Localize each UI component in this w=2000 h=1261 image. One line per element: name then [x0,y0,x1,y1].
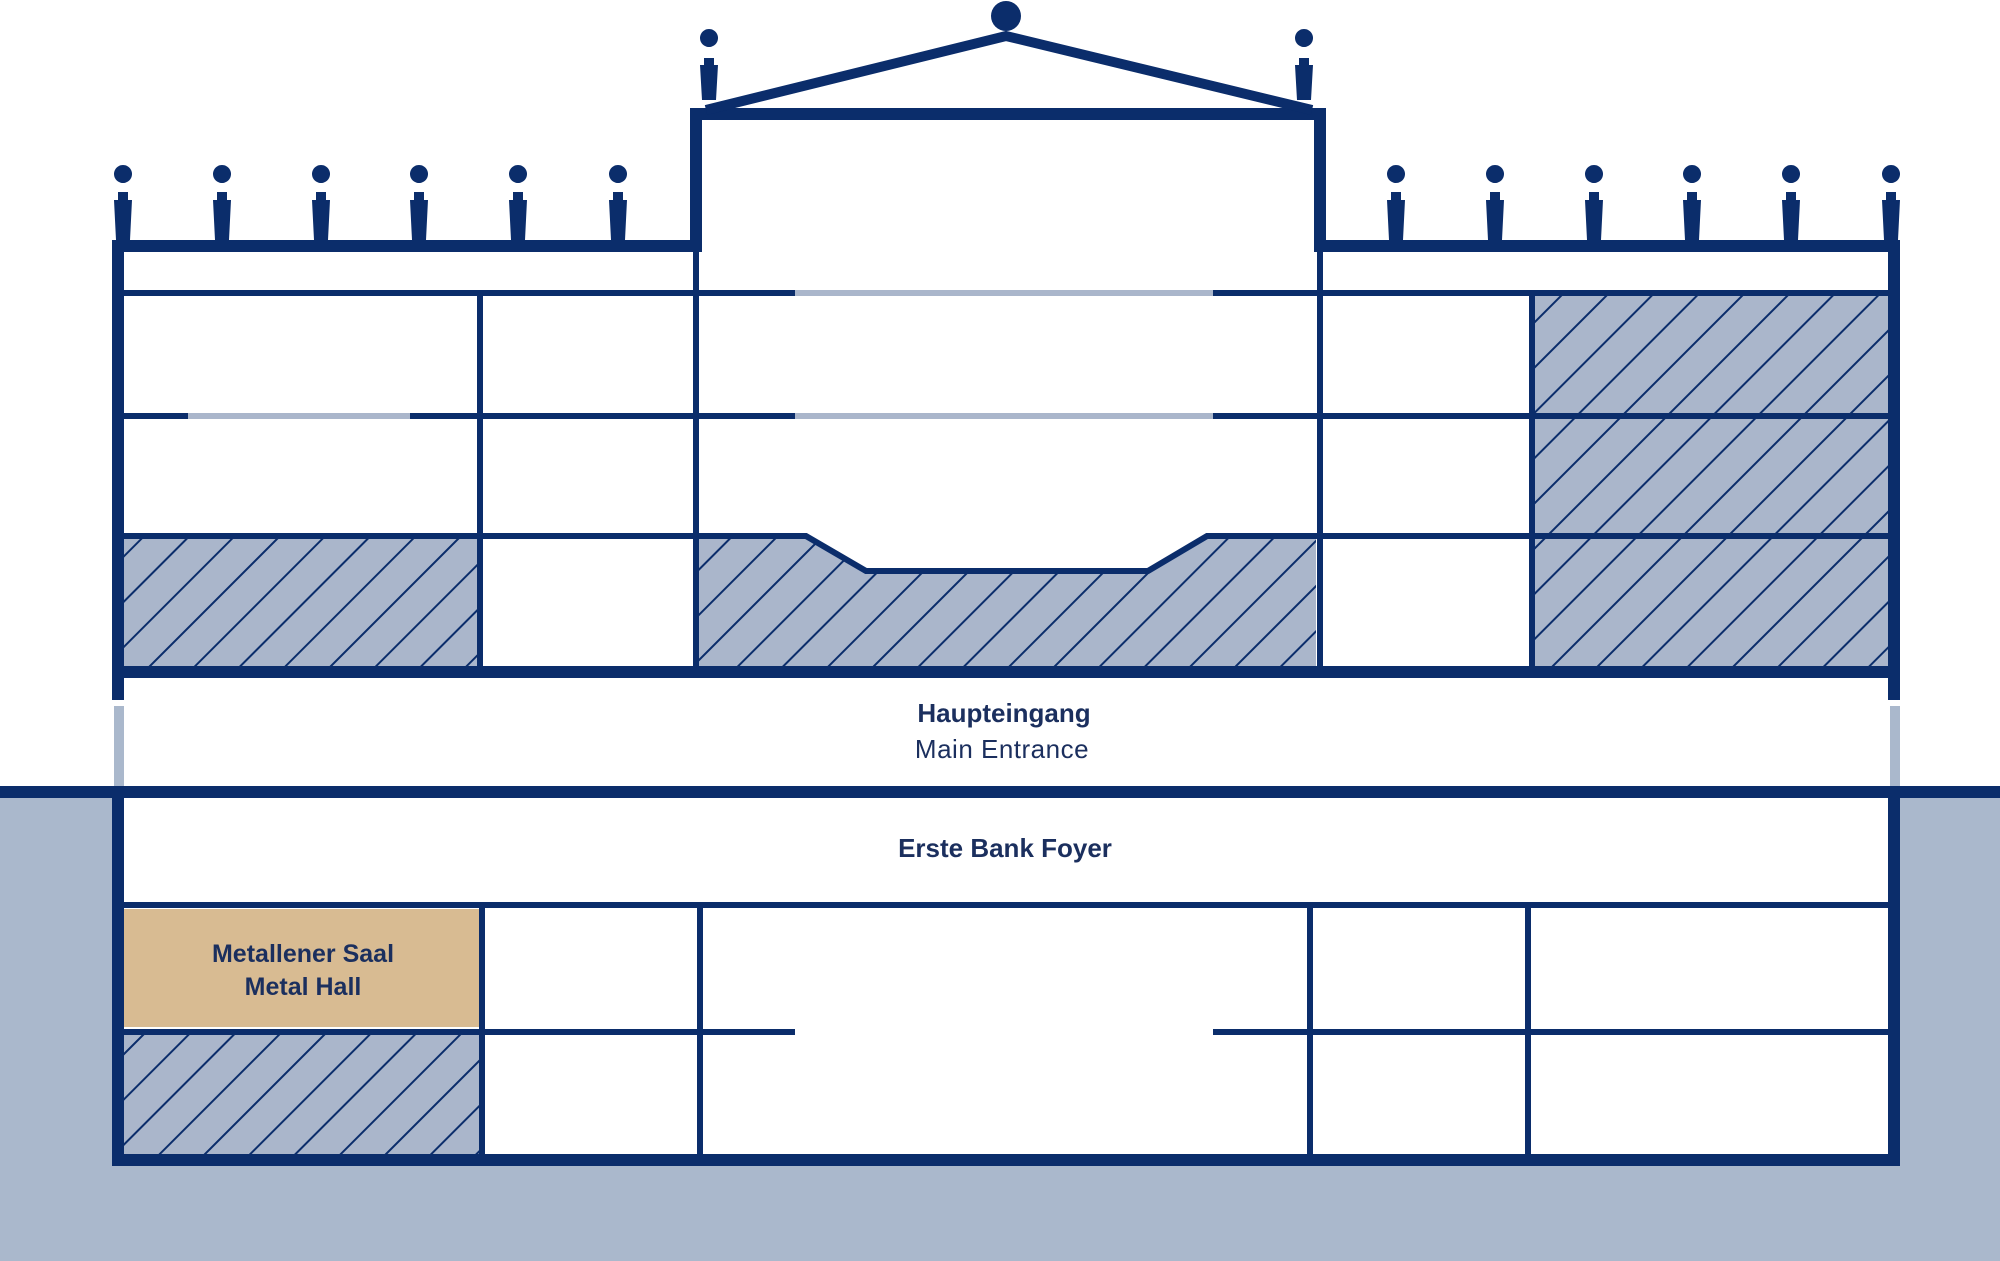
entrance-side-glass-left [114,706,124,790]
statue [213,165,232,240]
main-entrance-label-en: Main Entrance [915,734,1089,764]
entrance-side-glass-right [1890,706,1900,790]
metal-hall-label-en: Metal Hall [245,973,362,1001]
statue [312,165,331,240]
statue [509,165,528,240]
foyer-label: Erste Bank Foyer [898,833,1112,863]
hatched-room-right-level1 [1535,537,1890,667]
statue [410,165,429,240]
hatched-room-right-level2 [1535,418,1890,535]
statue [1295,29,1314,100]
statue [1882,165,1901,240]
glass-ceilings [188,290,1213,419]
hatched-room-basement-left [122,1035,480,1154]
roof-statues [114,1,1901,240]
statue [1387,165,1406,240]
statue [114,165,133,240]
statue [1585,165,1604,240]
hatched-room-center-level1 [699,537,1316,667]
main-entrance-label-de: Haupteingang [917,698,1090,728]
hatched-room-right-level3 [1535,295,1890,415]
statue [609,165,628,240]
hatched-room-left-level1 [122,537,480,667]
pediment-finial [991,1,1021,31]
metal-hall-label-de: Metallener Saal [212,940,394,968]
statue [1782,165,1801,240]
statue [1486,165,1505,240]
metal-hall-room[interactable] [122,909,480,1027]
building-structure [0,30,2000,1166]
statue [700,29,719,101]
statue [1683,165,1702,240]
